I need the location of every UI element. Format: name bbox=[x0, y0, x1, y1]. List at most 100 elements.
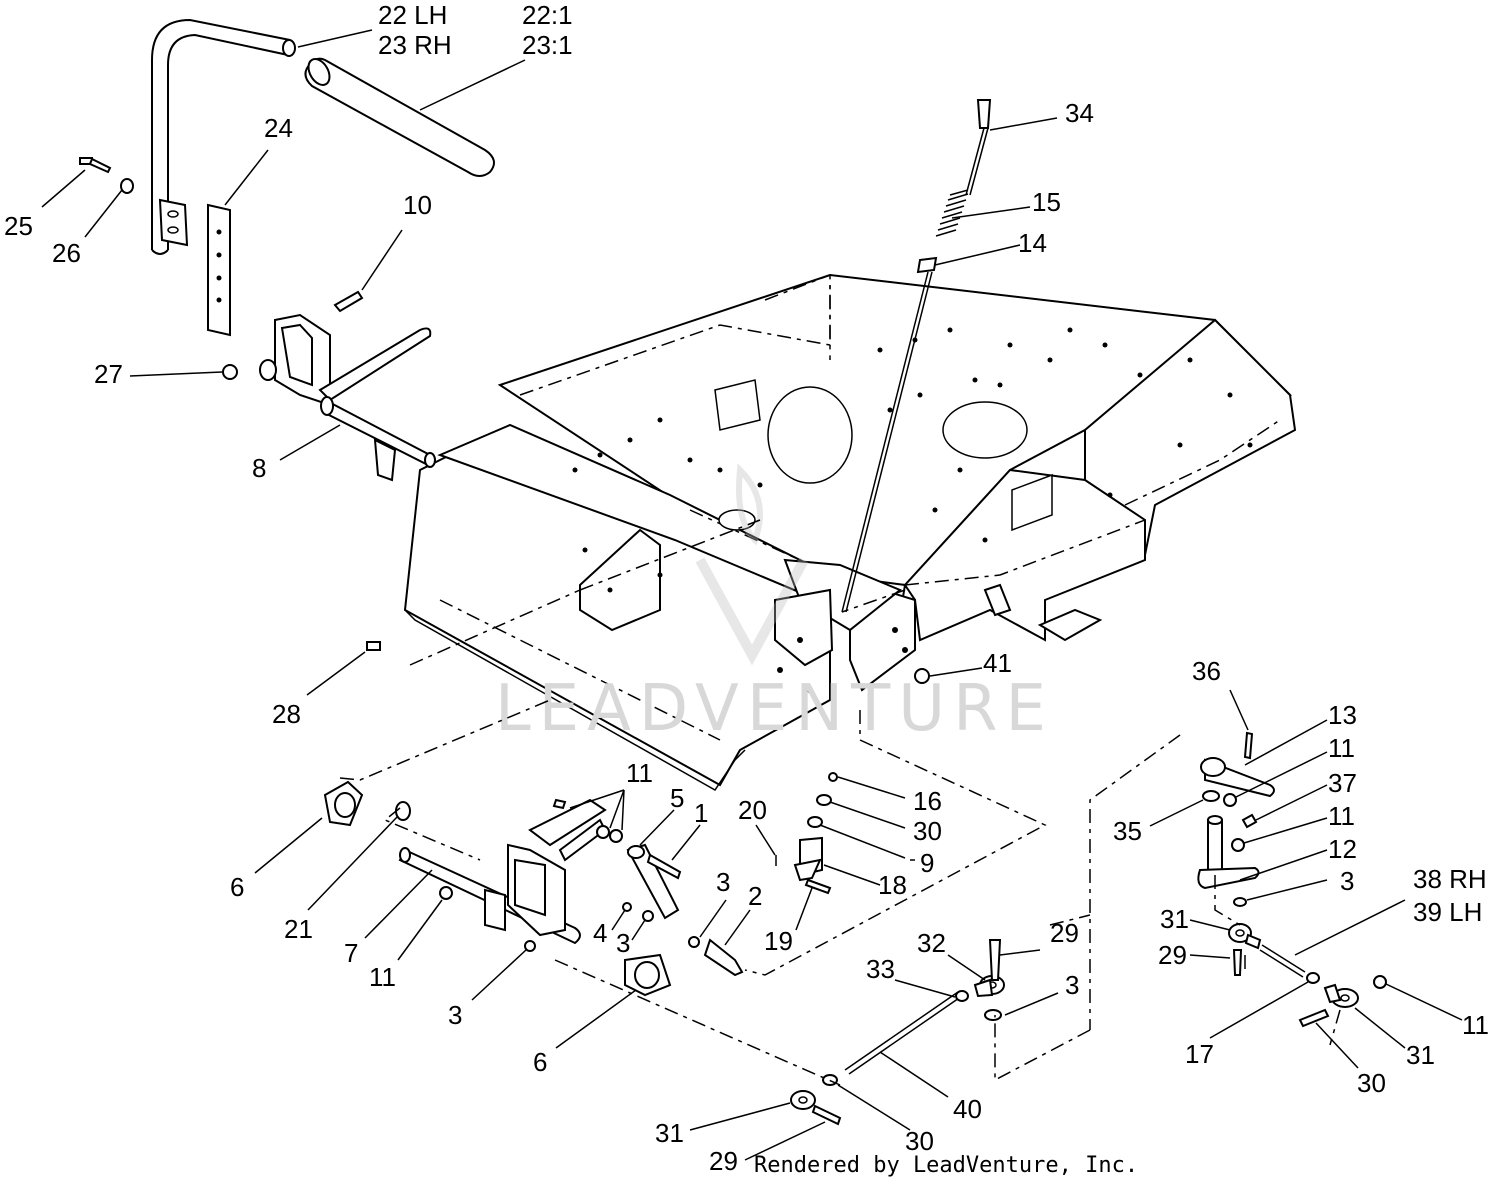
callout-15: 15 bbox=[1032, 187, 1061, 217]
callout-37: 37 bbox=[1328, 768, 1357, 798]
nut-4 bbox=[622, 902, 632, 912]
callout-13: 13 bbox=[1328, 700, 1357, 730]
pin-2 bbox=[703, 938, 744, 977]
bolt-29a bbox=[988, 939, 1002, 981]
callout-41: 41 bbox=[983, 648, 1012, 678]
footer-credit: Rendered by LeadVenture, Inc. bbox=[754, 1153, 1138, 1178]
flange-bearing-6b bbox=[624, 953, 672, 997]
callout-20: 20 bbox=[738, 795, 767, 825]
watermark: LEADVENTURE bbox=[495, 672, 1054, 746]
nut-17 bbox=[1306, 972, 1320, 984]
shaft-35 bbox=[1207, 815, 1223, 871]
callout-21: 21 bbox=[284, 914, 313, 944]
callout-30-a: 30 bbox=[913, 816, 942, 846]
callout-29-b: 29 bbox=[1158, 940, 1187, 970]
callout-10: 10 bbox=[403, 190, 432, 220]
rod-end-31a bbox=[790, 1090, 816, 1110]
callout-11-a: 11 bbox=[1328, 733, 1355, 763]
watermark-logo bbox=[695, 463, 809, 666]
nut-11e bbox=[1223, 793, 1237, 807]
callout-32: 32 bbox=[917, 928, 946, 958]
callout-40: 40 bbox=[953, 1094, 982, 1124]
adjuster-plate-24 bbox=[207, 203, 231, 337]
callout-24: 24 bbox=[264, 113, 293, 143]
nut-27 bbox=[222, 364, 238, 380]
callout-17: 17 bbox=[1185, 1039, 1214, 1069]
frame-holes bbox=[572, 327, 1253, 693]
nut-41 bbox=[914, 668, 930, 684]
callout-1: 1 bbox=[694, 798, 708, 828]
nut-11d bbox=[439, 886, 453, 900]
bolt-19 bbox=[804, 878, 832, 895]
callout-31-c: 31 bbox=[655, 1118, 684, 1148]
callout-34: 34 bbox=[1065, 98, 1094, 128]
callout-6-a: 6 bbox=[230, 872, 244, 902]
bolt-28 bbox=[366, 641, 381, 651]
nut-9 bbox=[807, 816, 823, 828]
leader-lines bbox=[41, 29, 1463, 1161]
callout-3-a: 3 bbox=[1340, 866, 1354, 896]
rod-end-31c bbox=[1323, 983, 1359, 1008]
bolt-11c bbox=[552, 798, 567, 810]
callout-12: 12 bbox=[1328, 834, 1357, 864]
callout-9: 9 bbox=[920, 848, 934, 878]
nut-11g bbox=[1373, 975, 1387, 989]
callout-14: 14 bbox=[1018, 228, 1047, 258]
callout-11-c: 11 bbox=[626, 758, 653, 788]
washer-26 bbox=[120, 178, 134, 194]
link-arm-5 bbox=[626, 843, 682, 920]
callout-5: 5 bbox=[670, 783, 684, 813]
callout-3-e: 3 bbox=[1065, 970, 1079, 1000]
callout-3-b: 3 bbox=[448, 1000, 462, 1030]
rod-assembly-34 bbox=[841, 99, 992, 613]
handle-grip bbox=[304, 57, 495, 177]
bolt-30 bbox=[1298, 1008, 1330, 1028]
callout-8: 8 bbox=[252, 453, 266, 483]
washer-3e bbox=[1233, 897, 1247, 907]
callout-33: 33 bbox=[866, 954, 895, 984]
rod-end-31b bbox=[1228, 923, 1262, 950]
callout-6-b: 6 bbox=[533, 1047, 547, 1077]
nut-11b bbox=[609, 829, 623, 843]
pivot-bracket bbox=[484, 798, 607, 937]
callout-3-d: 3 bbox=[716, 867, 730, 897]
nut-11a bbox=[596, 825, 610, 839]
callout-29-a: 29 bbox=[1050, 918, 1079, 948]
callout-36: 36 bbox=[1192, 656, 1221, 686]
washer-3c bbox=[688, 936, 700, 948]
washer-3d bbox=[984, 1009, 1002, 1021]
callout-4: 4 bbox=[593, 918, 607, 948]
callout-28: 28 bbox=[272, 699, 301, 729]
rod-40 bbox=[844, 991, 963, 1075]
callout-31-a: 31 bbox=[1160, 904, 1189, 934]
washer-3a bbox=[642, 910, 654, 922]
clip-16 bbox=[828, 772, 838, 782]
washer-35 bbox=[1202, 790, 1220, 802]
spacer-30a bbox=[816, 794, 832, 806]
pin-36 bbox=[1243, 731, 1254, 760]
bolt-25 bbox=[79, 157, 112, 174]
screw-37 bbox=[1241, 813, 1258, 829]
washer-3b bbox=[524, 940, 536, 952]
callout-11-d: 11 bbox=[369, 962, 396, 992]
bolt-29c bbox=[1232, 949, 1243, 976]
callout-2: 2 bbox=[748, 881, 762, 911]
bolt-29b bbox=[811, 1104, 842, 1126]
callout-11-e: 11 bbox=[1462, 1010, 1489, 1040]
callout-30-b: 30 bbox=[1357, 1068, 1386, 1098]
callout-19: 19 bbox=[764, 926, 793, 956]
callout-25: 25 bbox=[4, 211, 33, 241]
callout-11-b: 11 bbox=[1328, 801, 1355, 831]
main-frame bbox=[403, 273, 1297, 791]
callout-7: 7 bbox=[344, 938, 358, 968]
rod-38-39 bbox=[1259, 944, 1306, 978]
callout-16: 16 bbox=[913, 786, 942, 816]
callout-3-c: 3 bbox=[616, 928, 630, 958]
yoke-18 bbox=[793, 836, 823, 882]
rod-end-32 bbox=[973, 975, 1005, 998]
callout-27: 27 bbox=[94, 359, 123, 389]
